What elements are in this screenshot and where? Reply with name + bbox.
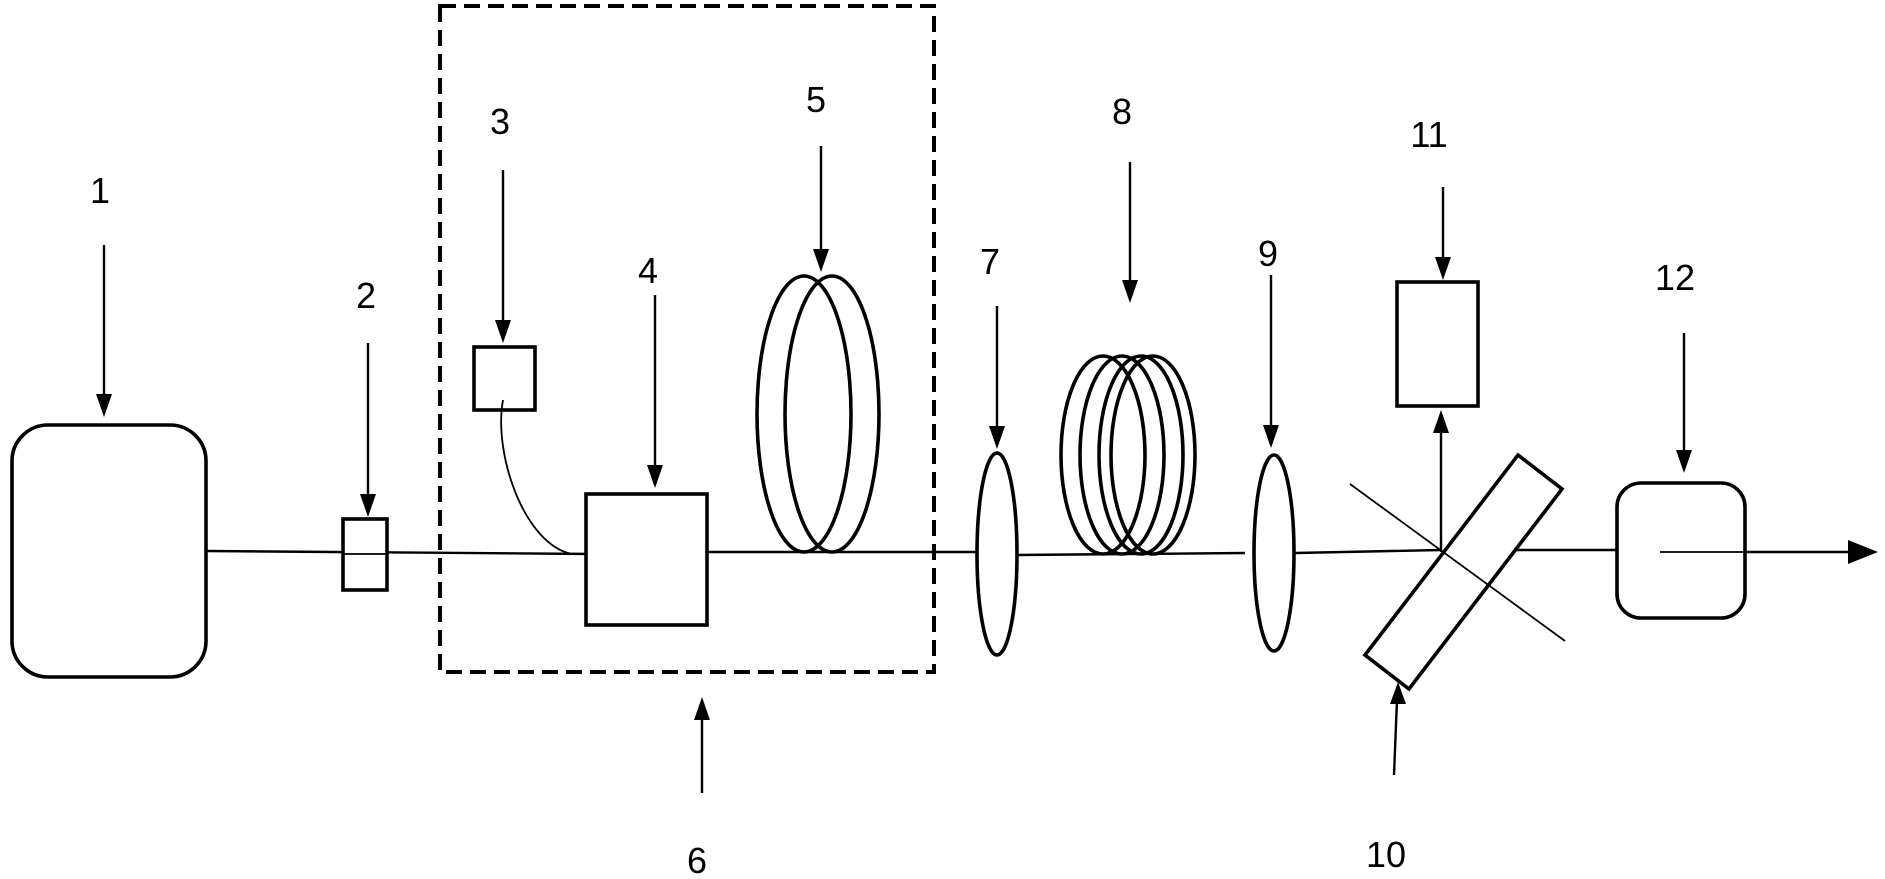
fiber-coil-5-loop-b (785, 276, 879, 552)
label-2: 2 (356, 275, 376, 316)
label-3: 3 (490, 101, 510, 142)
component-1-source (12, 425, 206, 677)
arrowhead-11 (1435, 257, 1451, 280)
beam-splitter-10 (1365, 455, 1562, 689)
label-12: 12 (1655, 257, 1695, 298)
reflected-arrowhead (1433, 410, 1449, 433)
label-1: 1 (90, 170, 110, 211)
arrowhead-12 (1676, 450, 1692, 473)
label-9: 9 (1258, 233, 1278, 274)
lens-9 (1254, 455, 1294, 651)
component-12 (1617, 483, 1745, 618)
pump-fiber (501, 400, 572, 554)
label-5: 5 (806, 79, 826, 120)
arrowhead-7 (989, 426, 1005, 449)
arrow-10 (1394, 700, 1397, 775)
arrowhead-9 (1263, 425, 1279, 448)
lens-7 (977, 453, 1017, 655)
component-11-detector (1397, 282, 1478, 406)
output-arrowhead (1848, 540, 1878, 564)
arrowhead-3 (495, 320, 511, 343)
label-8: 8 (1112, 91, 1132, 132)
label-6: 6 (687, 840, 707, 879)
beam-line-1 (206, 551, 593, 554)
label-11: 11 (1410, 114, 1447, 155)
label-7: 7 (980, 241, 1000, 282)
arrowhead-5 (813, 249, 829, 272)
label-4: 4 (638, 250, 658, 291)
component-4-combiner (586, 494, 707, 625)
arrowhead-1 (96, 394, 112, 417)
arrowhead-2 (360, 494, 376, 517)
fiber-coil-5-loop-a (757, 276, 851, 552)
arrowhead-4 (647, 465, 663, 488)
fiber-coil-8-loop-a (1061, 356, 1145, 554)
beam-line-4 (1295, 550, 1440, 553)
arrowhead-6 (694, 697, 710, 720)
arrowhead-8 (1122, 280, 1138, 303)
component-3-pump (474, 347, 535, 410)
label-10: 10 (1366, 834, 1406, 875)
